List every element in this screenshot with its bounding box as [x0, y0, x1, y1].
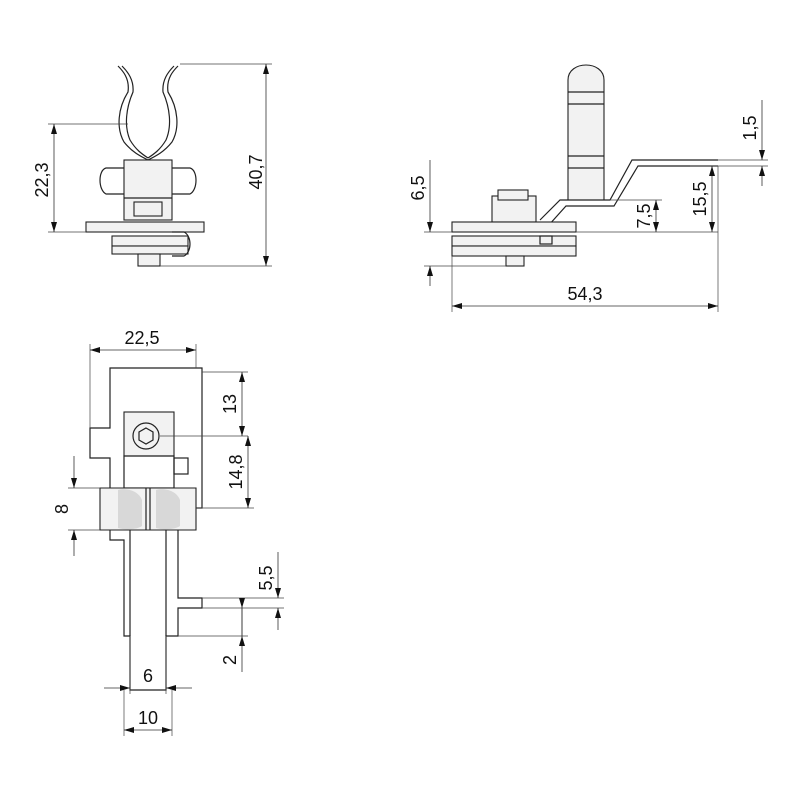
dim-h-step: 7,5 [634, 203, 654, 228]
spring-clip [117, 65, 179, 161]
side-base-bottom [451, 245, 577, 257]
dim-h-tab: 15,5 [690, 181, 710, 216]
dim-length: 54,3 [567, 284, 602, 304]
dim-h-base: 6,5 [408, 175, 428, 200]
clamp-wings [99, 167, 197, 195]
dim-height-total: 40,7 [246, 154, 266, 189]
dim-knob: 8 [52, 504, 72, 514]
dim-outer-width: 10 [138, 708, 158, 728]
side-stud [505, 255, 525, 267]
arrowhead [427, 222, 433, 232]
arrowhead [709, 166, 715, 176]
arrowhead [708, 303, 718, 309]
arrowhead [166, 685, 176, 691]
arrowhead [71, 478, 77, 488]
top-view: 22,5 13 14,8 8 5,5 2 [52, 328, 284, 736]
arrowhead [51, 222, 57, 232]
arrowhead [759, 150, 765, 160]
arrowhead [162, 727, 172, 733]
screw-head [132, 422, 160, 450]
arrowhead [90, 347, 100, 353]
front-view: 40,7 22,3 [32, 63, 272, 267]
base-plate-top [85, 221, 205, 233]
base-plate-mid [111, 235, 189, 247]
knob-shading [118, 489, 142, 530]
arrowhead [124, 727, 134, 733]
arrowhead [263, 256, 269, 266]
arrowhead [275, 588, 281, 598]
arrowhead [239, 426, 245, 436]
dim-inner-width: 6 [143, 666, 153, 686]
arrowhead [51, 124, 57, 134]
arrowhead [245, 436, 251, 446]
arrowhead [653, 222, 659, 232]
dim-upper: 13 [220, 394, 240, 414]
arrowhead [452, 303, 462, 309]
arrowhead [263, 64, 269, 74]
dim-height-spring: 22,3 [32, 162, 52, 197]
arrowhead [653, 200, 659, 210]
clamp-screw-head [133, 201, 163, 217]
arrowhead [709, 222, 715, 232]
dim-thickness: 1,5 [740, 115, 760, 140]
dim-tip: 2 [220, 655, 240, 665]
bottom-stud [137, 253, 161, 267]
knob-shading [156, 489, 180, 530]
knob [99, 487, 197, 531]
arrowhead [71, 530, 77, 540]
dim-slot: 5,5 [256, 565, 276, 590]
arrowhead [120, 685, 130, 691]
arrowhead [245, 498, 251, 508]
hook-tab [172, 231, 191, 257]
base-plate-bottom [111, 245, 189, 255]
hex-socket-icon [138, 427, 154, 445]
arrowhead [186, 347, 196, 353]
side-base-mid [451, 235, 577, 247]
handle [567, 64, 605, 201]
side-view: 54,3 1,5 15,5 7,5 6,5 [408, 64, 768, 312]
arrowhead [427, 266, 433, 276]
arrowhead [239, 598, 245, 608]
side-base-top [451, 221, 577, 233]
dim-mid: 14,8 [226, 454, 246, 489]
arrowhead [275, 608, 281, 618]
top-clamp-lower [123, 455, 175, 489]
top-clamp-block [123, 411, 175, 457]
arrowhead [239, 372, 245, 382]
top-side-tab [173, 457, 189, 475]
dim-width: 22,5 [124, 328, 159, 348]
arrowhead [239, 636, 245, 646]
side-screw-head [497, 189, 529, 201]
arrowhead [759, 166, 765, 176]
side-slot [539, 235, 553, 245]
